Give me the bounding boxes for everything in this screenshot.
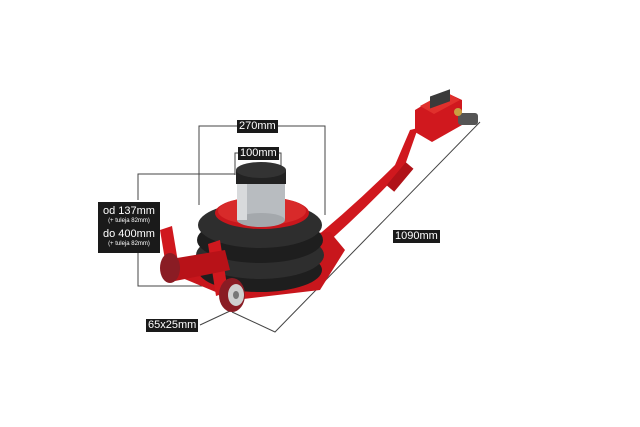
width-label: 270mm (237, 120, 278, 133)
min-height: od 137mm (103, 205, 155, 217)
height-range-label: od 137mm (+ tuleja 82mm) do 400mm (+ tul… (98, 202, 160, 253)
max-height: do 400mm (103, 228, 155, 240)
length-label: 1090mm (393, 230, 440, 243)
pad-diameter-label: 100mm (238, 147, 279, 160)
max-height-note: (+ tuleja 82mm) (108, 241, 150, 247)
min-height-note: (+ tuleja 82mm) (108, 218, 150, 224)
wheel-size-label: 65x25mm (146, 319, 199, 332)
rear-wheel (160, 253, 180, 283)
